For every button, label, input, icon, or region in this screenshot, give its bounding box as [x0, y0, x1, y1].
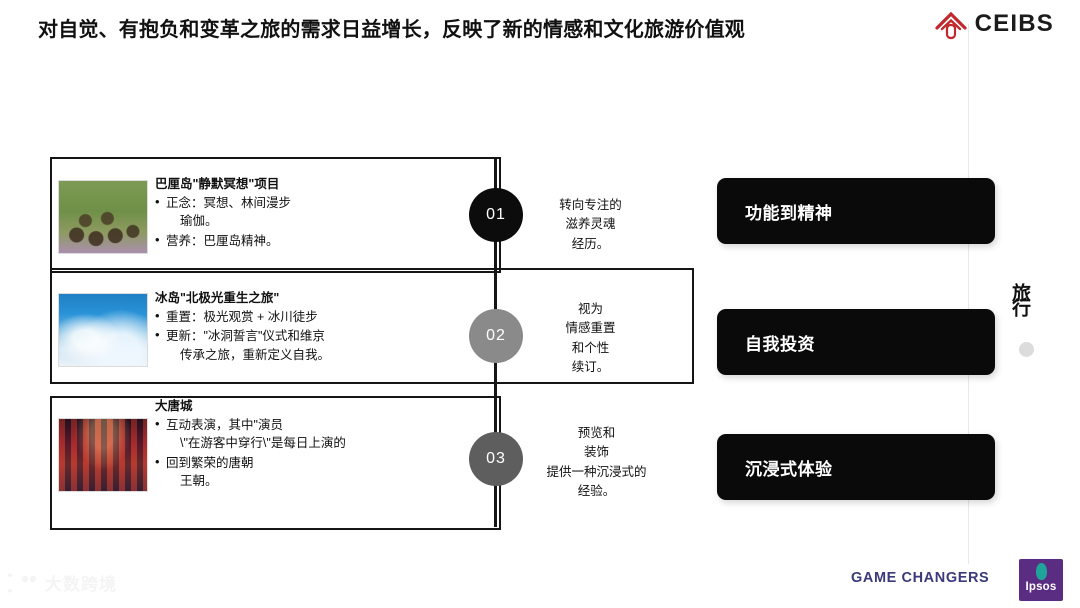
insight-line: 装饰 — [583, 445, 609, 460]
step-marker-01: 01 — [469, 188, 523, 242]
side-dot-marker — [1019, 342, 1034, 357]
bullet-text: 正念：冥想、林间漫步 — [166, 196, 292, 211]
layout-guide-line — [968, 24, 969, 564]
insight-line: 续订。 — [571, 360, 610, 375]
thumbnail-image-2 — [58, 293, 148, 367]
list-item: 回到繁荣的唐朝 王朝。 — [155, 452, 346, 490]
ipsos-flame-icon — [1036, 563, 1047, 580]
bullet-text: 重置：极光观赏 + 冰川徒步 — [166, 310, 318, 325]
ceibs-house-arch-icon — [934, 8, 968, 40]
ceibs-logo: CEIBS — [934, 8, 1054, 40]
row-outline-2 — [50, 268, 694, 384]
thumbnail-image-3 — [58, 418, 148, 492]
outcome-card-1[interactable]: 功能到精神 — [717, 178, 995, 244]
step-marker-03: 03 — [469, 432, 523, 486]
bullet-continuation: \"在游客中穿行\"是每日上演的 — [180, 436, 346, 451]
list-item: 营养：巴厘岛精神。 — [155, 230, 291, 250]
row-heading-2: 冰岛"北极光重生之旅" — [155, 291, 280, 305]
game-changers-label: GAME CHANGERS — [851, 570, 990, 586]
insight-line: 提供一种沉浸式的 — [546, 464, 647, 479]
bullet-continuation: 王朝。 — [180, 473, 218, 488]
insight-line: 情感重置 — [565, 321, 616, 336]
insight-line: 视为 — [577, 302, 603, 316]
thumbnail-image-1 — [58, 180, 148, 254]
list-item: 互动表演，其中"演员 \"在游客中穿行\"是每日上演的 — [155, 415, 346, 452]
ceibs-wordmark: CEIBS — [974, 10, 1054, 37]
step-marker-02: 02 — [469, 309, 523, 363]
insight-line: 和个性 — [571, 340, 610, 355]
insight-line: 转向专注的 — [559, 198, 622, 212]
watermark: 大数跨境 — [0, 570, 117, 595]
bullet-continuation: 瑜伽。 — [180, 214, 218, 229]
side-vertical-label: 旅行 — [1009, 283, 1031, 313]
bullet-continuation: 传承之旅，重新定义自我。 — [180, 347, 331, 362]
insight-text-2: 视为 情感重置 和个性 续订。 — [528, 300, 653, 378]
row-content-2: 冰岛"北极光重生之旅" 重置：极光观赏 + 冰川徒步 更新："冰洞誓言"仪式和维… — [155, 290, 330, 365]
row-bullets-3: 互动表演，其中"演员 \"在游客中穿行\"是每日上演的 回到繁荣的唐朝 王朝。 — [155, 415, 346, 490]
insight-line: 预览和 — [577, 426, 616, 440]
bullet-text: 回到繁荣的唐朝 — [166, 455, 254, 470]
row-bullets-1: 正念：冥想、林间漫步 瑜伽。 营养：巴厘岛精神。 — [155, 193, 292, 250]
row-heading-3: 大唐城 — [155, 399, 193, 413]
row-bullets-2: 重置：极光观赏 + 冰川徒步 更新："冰洞誓言"仪式和维京 传承之旅，重新定义自… — [155, 307, 331, 363]
watermark-logo-icon — [0, 573, 38, 593]
list-item: 更新："冰洞誓言"仪式和维京 传承之旅，重新定义自我。 — [155, 326, 331, 363]
insight-text-1: 转向专注的 滋养灵魂 经历。 — [528, 196, 653, 254]
outcome-card-label: 功能到精神 — [745, 203, 833, 223]
bullet-text: 互动表演，其中"演员 — [166, 418, 283, 433]
row-content-3: 大唐城 互动表演，其中"演员 \"在游客中穿行\"是每日上演的 回到繁荣的唐朝 … — [155, 398, 346, 491]
page-title: 对自觉、有抱负和变革之旅的需求日益增长，反映了新的情感和文化旅游价值观 — [38, 19, 745, 41]
bullet-text: 营养：巴厘岛精神。 — [166, 233, 279, 248]
bullet-text: 更新："冰洞誓言"仪式和维京 — [166, 329, 325, 344]
outcome-card-2[interactable]: 自我投资 — [717, 309, 995, 375]
ipsos-wordmark: Ipsos — [1025, 581, 1057, 593]
outcome-card-label: 自我投资 — [745, 334, 815, 354]
insight-line: 经历。 — [571, 236, 610, 251]
row-heading-1: 巴厘岛"静默冥想"项目 — [155, 177, 280, 191]
insight-text-3: 预览和 装饰 提供一种沉浸式的 经验。 — [524, 424, 669, 502]
row-content-1: 巴厘岛"静默冥想"项目 正念：冥想、林间漫步 瑜伽。 营养：巴厘岛精神。 — [155, 176, 291, 251]
ipsos-logo: Ipsos — [1019, 559, 1063, 601]
list-item: 正念：冥想、林间漫步 瑜伽。 — [155, 193, 292, 230]
watermark-text: 大数跨境 — [45, 575, 117, 594]
list-item: 重置：极光观赏 + 冰川徒步 — [155, 307, 330, 326]
outcome-card-label: 沉浸式体验 — [745, 459, 833, 479]
outcome-card-3[interactable]: 沉浸式体验 — [717, 434, 995, 500]
insight-line: 滋养灵魂 — [565, 217, 616, 232]
insight-line: 经验。 — [577, 484, 616, 499]
